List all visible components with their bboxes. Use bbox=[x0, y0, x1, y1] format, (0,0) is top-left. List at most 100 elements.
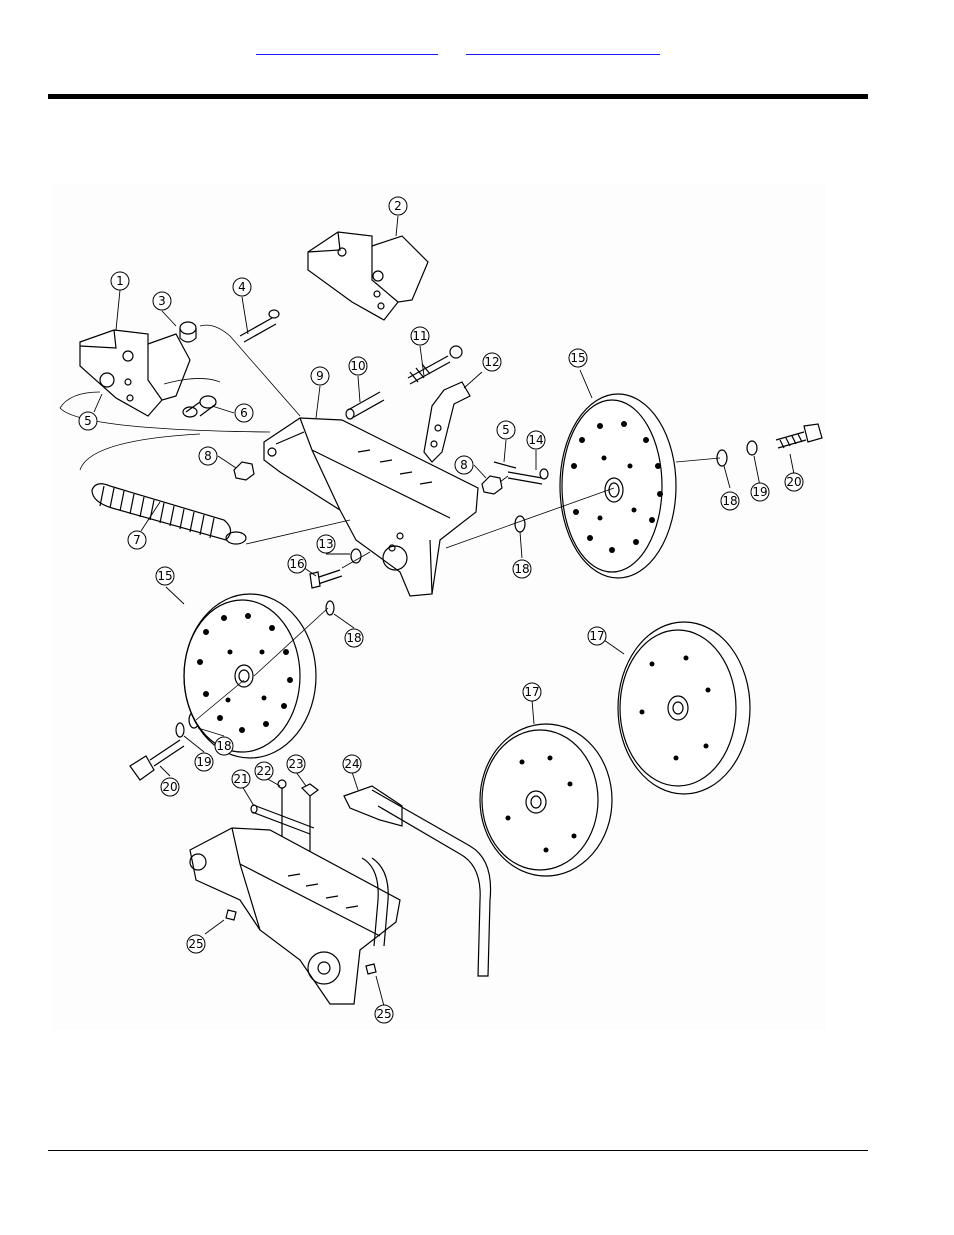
callout-25b: 25 bbox=[374, 1004, 394, 1024]
part-washer-19b bbox=[175, 722, 185, 738]
part-bolt-20a bbox=[775, 423, 823, 449]
callout-6: 6 bbox=[234, 403, 254, 423]
callout-24: 24 bbox=[342, 754, 362, 774]
callout-19b: 19 bbox=[194, 752, 214, 772]
part-sleeve-10 bbox=[345, 391, 385, 420]
part-arm-9 bbox=[263, 417, 479, 597]
svg-text:6: 6 bbox=[240, 406, 248, 420]
svg-text:18: 18 bbox=[216, 739, 231, 753]
svg-text:15: 15 bbox=[157, 569, 172, 583]
svg-text:15: 15 bbox=[570, 351, 585, 365]
callout-22: 22 bbox=[254, 761, 274, 781]
callout-18c: 18 bbox=[344, 628, 364, 648]
svg-text:9: 9 bbox=[316, 369, 324, 383]
callout-18a: 18 bbox=[512, 559, 532, 579]
svg-text:17: 17 bbox=[589, 629, 604, 643]
svg-text:19: 19 bbox=[196, 755, 211, 769]
part-wheel-17-right bbox=[617, 621, 751, 795]
svg-text:18: 18 bbox=[722, 494, 737, 508]
footer-rule bbox=[48, 1150, 868, 1151]
header-rule bbox=[48, 94, 868, 99]
callout-17b: 17 bbox=[522, 682, 542, 702]
svg-text:25: 25 bbox=[188, 937, 203, 951]
callout-7: 7 bbox=[127, 530, 147, 550]
svg-text:5: 5 bbox=[84, 414, 92, 428]
part-pin-14 bbox=[507, 471, 543, 485]
callout-3: 3 bbox=[152, 291, 172, 311]
header-link-1[interactable] bbox=[256, 36, 438, 55]
callout-11: 11 bbox=[410, 326, 430, 346]
svg-text:3: 3 bbox=[158, 294, 166, 308]
svg-text:21: 21 bbox=[233, 772, 248, 786]
callout-18d: 18 bbox=[214, 736, 234, 756]
svg-text:17: 17 bbox=[524, 685, 539, 699]
svg-text:4: 4 bbox=[238, 280, 246, 294]
part-bushings-6 bbox=[182, 395, 217, 418]
callout-16: 16 bbox=[287, 554, 307, 574]
svg-text:13: 13 bbox=[318, 537, 333, 551]
svg-text:25: 25 bbox=[376, 1007, 391, 1021]
part-nut-8b bbox=[481, 475, 503, 495]
svg-text:16: 16 bbox=[289, 557, 304, 571]
svg-text:1: 1 bbox=[116, 274, 124, 288]
callout-21: 21 bbox=[231, 769, 251, 789]
part-rod-21 bbox=[250, 804, 315, 835]
callout-4: 4 bbox=[232, 277, 252, 297]
callout-12: 12 bbox=[482, 352, 502, 372]
header-link-2[interactable] bbox=[466, 36, 660, 55]
part-pin-5 bbox=[493, 461, 517, 469]
part-washer-18a bbox=[514, 515, 526, 533]
part-pin-4 bbox=[239, 309, 280, 343]
part-screw-25b bbox=[365, 963, 377, 975]
svg-text:11: 11 bbox=[412, 329, 427, 343]
callout-5a: 5 bbox=[78, 411, 98, 431]
svg-text:24: 24 bbox=[344, 757, 359, 771]
callout-1: 1 bbox=[110, 271, 130, 291]
callout-15b: 15 bbox=[155, 566, 175, 586]
callout-8a: 8 bbox=[198, 446, 218, 466]
part-wheel-15-right bbox=[559, 393, 677, 579]
callout-2: 2 bbox=[388, 196, 408, 216]
part-washer-22 bbox=[277, 779, 287, 789]
callout-17a: 17 bbox=[587, 626, 607, 646]
part-bolt-11 bbox=[407, 345, 463, 385]
part-bracket-2 bbox=[307, 231, 429, 321]
part-washer-19a bbox=[746, 440, 758, 456]
leader-lines bbox=[93, 215, 795, 1007]
callout-13: 13 bbox=[316, 534, 336, 554]
part-bushing-3 bbox=[179, 321, 197, 335]
svg-text:8: 8 bbox=[460, 458, 468, 472]
svg-text:22: 22 bbox=[256, 764, 271, 778]
part-nut-8a bbox=[233, 461, 255, 481]
callout-9: 9 bbox=[310, 366, 330, 386]
callout-23: 23 bbox=[286, 754, 306, 774]
svg-text:18: 18 bbox=[514, 562, 529, 576]
svg-text:19: 19 bbox=[752, 485, 767, 499]
svg-text:12: 12 bbox=[484, 355, 499, 369]
svg-text:5: 5 bbox=[502, 423, 510, 437]
part-bolt-16 bbox=[309, 569, 343, 589]
part-washer-13 bbox=[350, 548, 362, 564]
callout-20a: 20 bbox=[784, 472, 804, 492]
callout-18b: 18 bbox=[720, 491, 740, 511]
part-screw-25a bbox=[225, 909, 237, 921]
part-scraper-24 bbox=[343, 785, 492, 977]
callout-5b: 5 bbox=[496, 420, 516, 440]
svg-text:14: 14 bbox=[528, 433, 543, 447]
callout-19a: 19 bbox=[750, 482, 770, 502]
svg-text:10: 10 bbox=[350, 359, 365, 373]
part-wheel-15-left bbox=[183, 593, 317, 759]
callout-20b: 20 bbox=[160, 777, 180, 797]
part-bracket-1 bbox=[79, 329, 191, 417]
callout-25a: 25 bbox=[186, 934, 206, 954]
svg-text:2: 2 bbox=[394, 199, 402, 213]
part-wheel-17-left bbox=[479, 723, 613, 877]
svg-text:18: 18 bbox=[346, 631, 361, 645]
part-washer-18c bbox=[325, 600, 335, 616]
svg-text:20: 20 bbox=[786, 475, 801, 489]
svg-text:8: 8 bbox=[204, 449, 212, 463]
callout-10: 10 bbox=[348, 356, 368, 376]
part-spring-7 bbox=[91, 483, 247, 545]
callout-15a: 15 bbox=[568, 348, 588, 368]
